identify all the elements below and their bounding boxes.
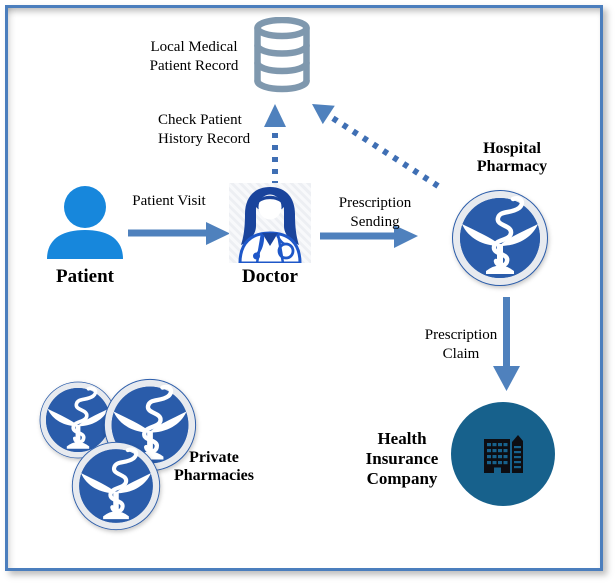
prescription-claim-label: Prescription Claim: [424, 327, 498, 362]
doctor-label: Doctor: [242, 266, 298, 287]
health-insurance-label: Health Insurance Company: [365, 429, 439, 488]
patient-visit-label: Patient Visit: [132, 193, 206, 209]
private-pharmacy-icon-3: [70, 440, 162, 532]
person-icon: [47, 186, 123, 259]
private-pharmacies-label: Private Pharmacies: [174, 449, 254, 484]
patient-label: Patient: [55, 266, 115, 287]
prescription-sending-label: Prescription Sending: [338, 195, 412, 230]
doctor-box: [229, 183, 311, 265]
check-history-label: Check Patient History Record: [158, 112, 251, 147]
female-doctor-icon: [238, 187, 302, 265]
database-icon: [254, 17, 310, 93]
health-insurance-node: [451, 402, 555, 506]
hospital-pharmacy-label: Hospital Pharmacy: [476, 140, 548, 175]
diagram-frame: [5, 5, 603, 571]
patient-record-label: Local Medical Patient Record: [149, 39, 239, 74]
bowl-of-hygieia-icon: [450, 188, 550, 288]
